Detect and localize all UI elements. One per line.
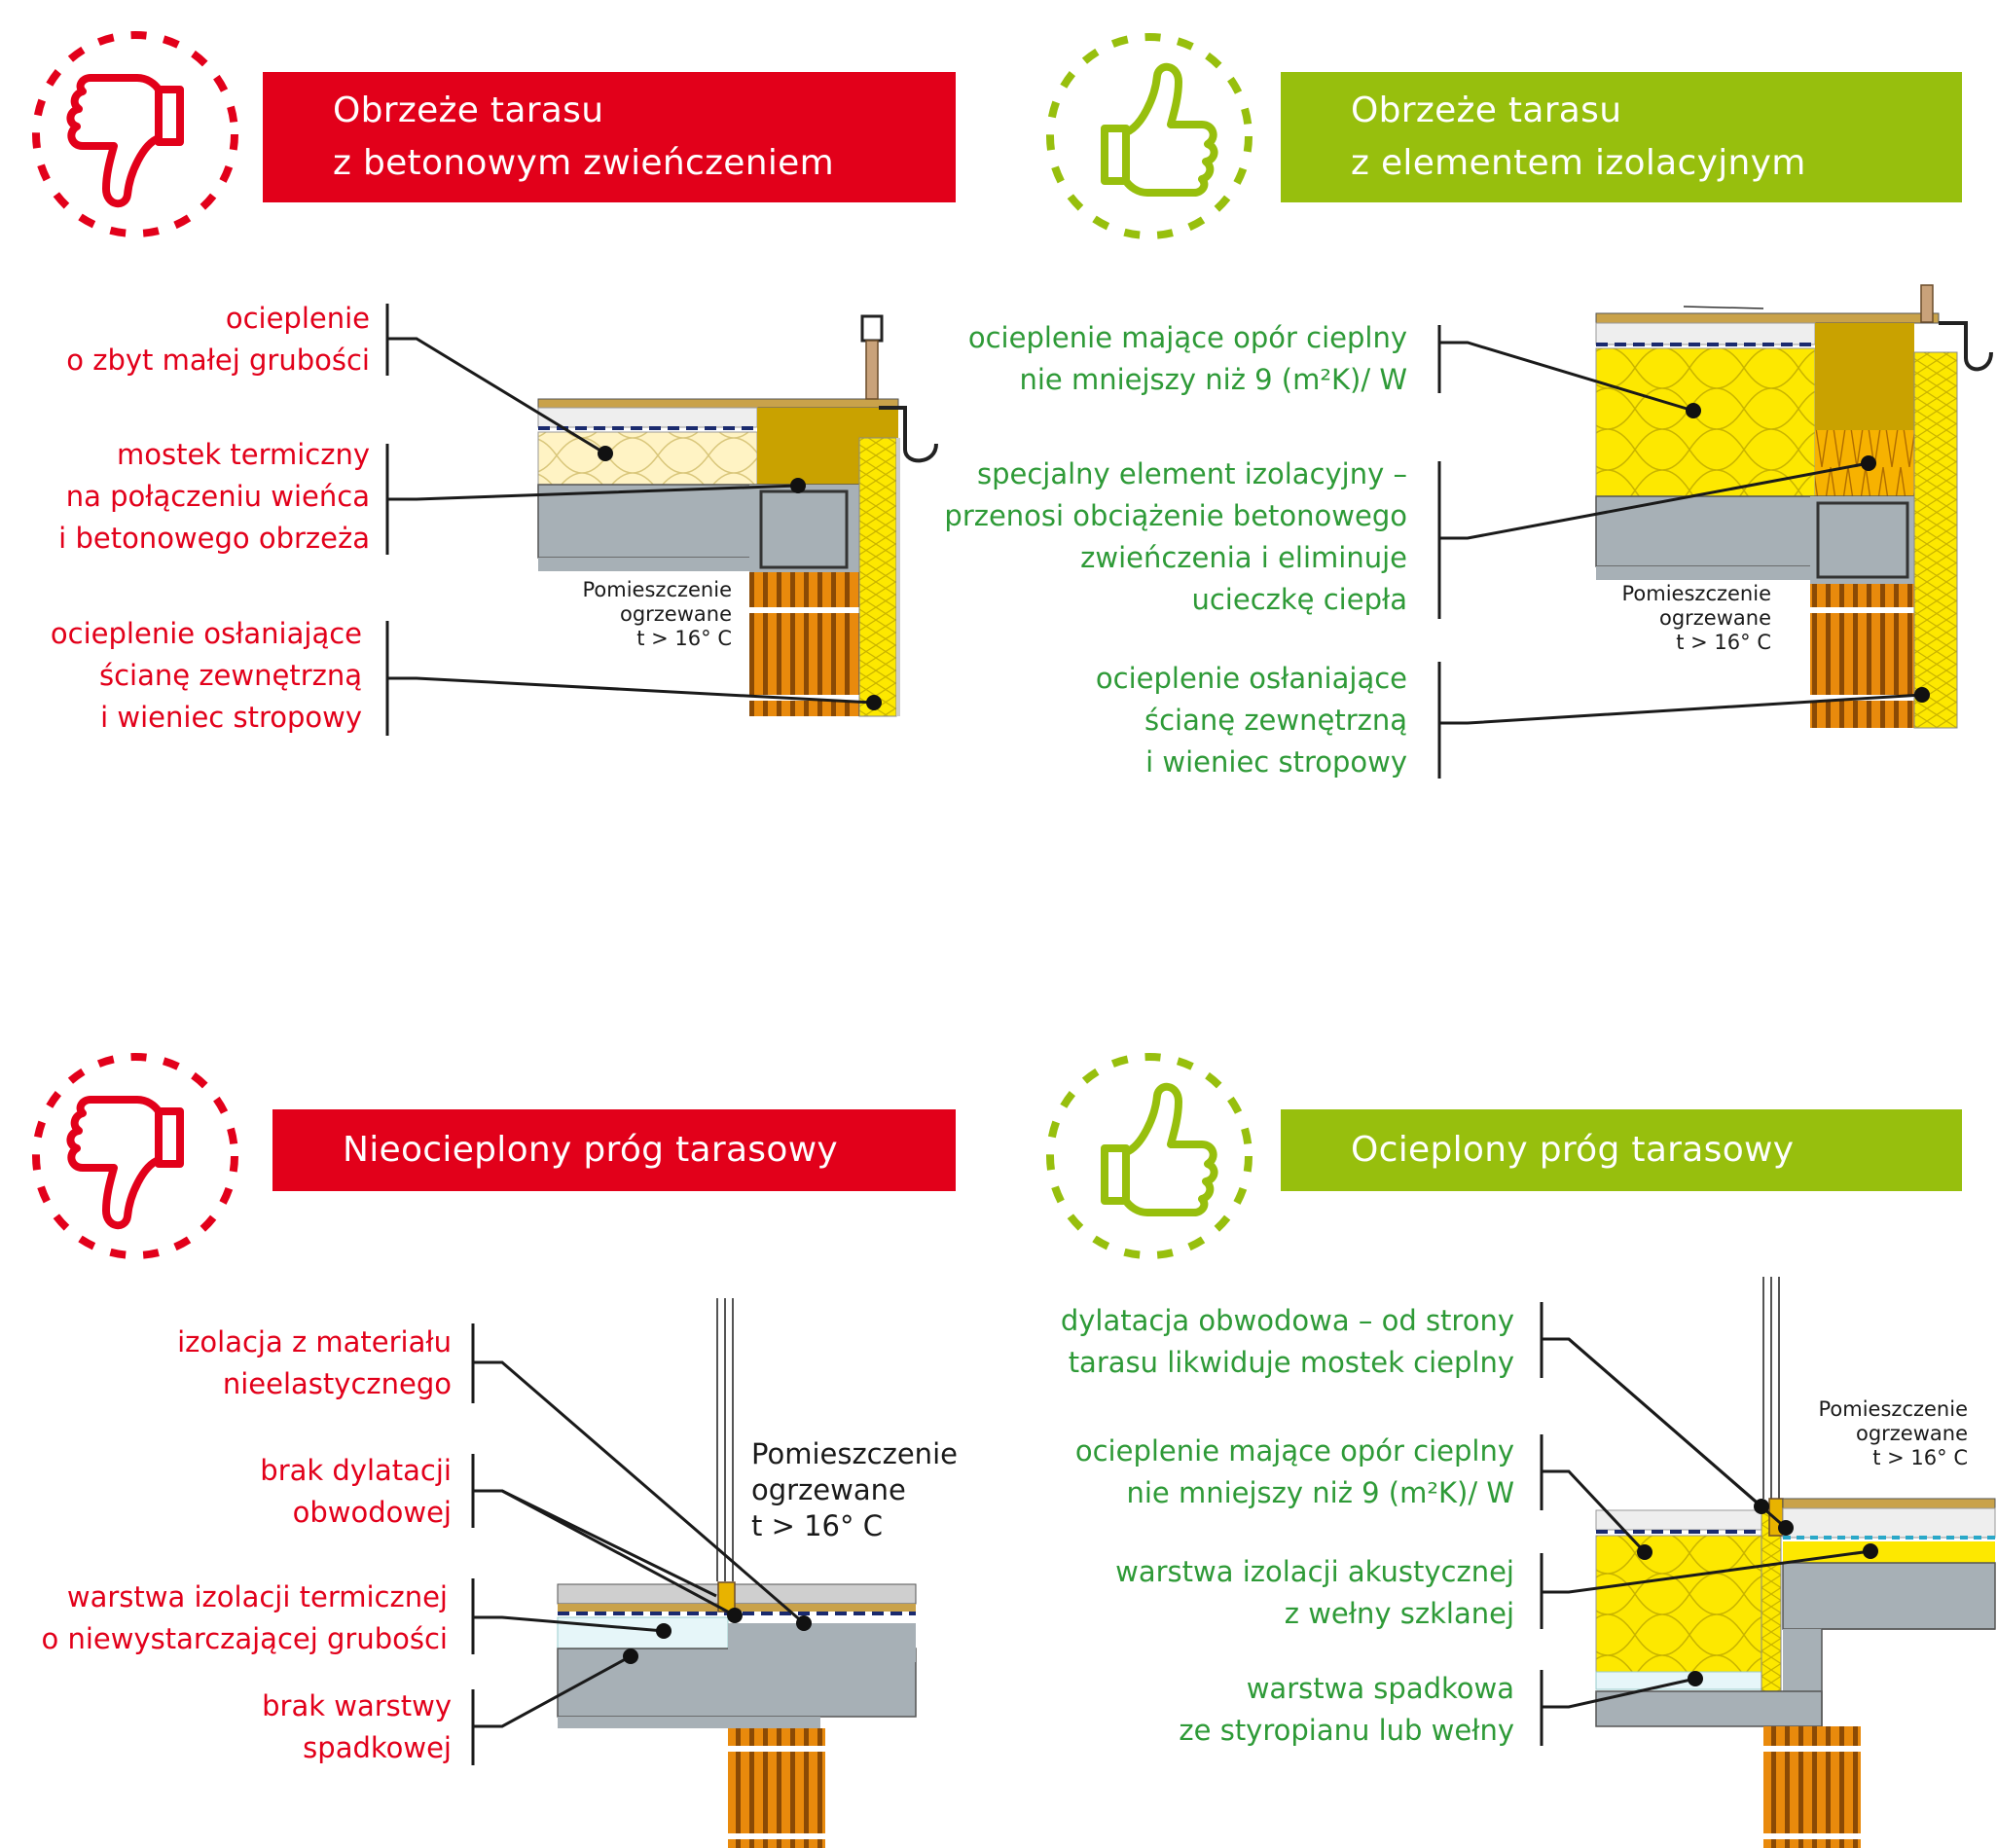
thumbs-down-badge-bottom-left (32, 1053, 238, 1259)
panel-title-bottom-right: Ocieplony próg tarasowy (1281, 1109, 1962, 1191)
thumbs-down-icon (66, 74, 184, 207)
callout-thermal-resistance: ocieplenie mające opór cieplny nie mniej… (967, 321, 1407, 396)
room-label-top-left: Pomieszczenie ogrzewane t > 16° C (582, 578, 733, 650)
panel-title-top-left: Obrzeże tarasu z betonowym zwieńczeniem (263, 72, 956, 202)
thumbs-down-badge-top-left (32, 31, 238, 237)
callout-thermal-bridge: mostek termiczny na połączeniu wieńca i … (58, 438, 370, 555)
leaders-bottom-right (1540, 1302, 1871, 1746)
callout-no-expansion-joint: brak dylatacji obwodowej (260, 1454, 452, 1529)
callout-perimeter-expansion-joint: dylatacja obwodowa – od strony tarasu li… (1060, 1304, 1514, 1379)
callout-acoustic-layer: warstwa izolacji akustycznej z wełny szk… (1115, 1555, 1514, 1630)
thumbs-up-badge-top-right (1046, 33, 1253, 239)
callout-inelastic-insulation: izolacja z materiału nieelastycznego (177, 1325, 452, 1400)
callout-no-slope-layer: brak warstwy spadkowej (262, 1689, 452, 1764)
callout-wall-insulation: ocieplenie osłaniające ścianę zewnętrzną… (1095, 662, 1407, 779)
title-line: Obrzeże tarasu (1351, 91, 1622, 130)
title-line: z elementem izolacyjnym (1351, 143, 1806, 183)
thumbs-up-icon (1101, 1083, 1218, 1216)
title-line: Obrzeże tarasu (333, 91, 604, 130)
room-label-bottom-left: Pomieszczenie ogrzewane t > 16° C (751, 1437, 958, 1542)
leader-dots-top-left (598, 446, 882, 710)
title-line: Ocieplony próg tarasowy (1351, 1130, 1795, 1170)
leader-dots-bottom-left (623, 1608, 812, 1664)
leaders-top-right (1437, 325, 1923, 779)
room-label-top-right: Pomieszczenie ogrzewane t > 16° C (1621, 582, 1772, 654)
title-line: Nieocieplony próg tarasowy (343, 1130, 839, 1170)
detail-top-right (1595, 284, 1993, 729)
leader-dots-bottom-right (1637, 1499, 1878, 1686)
title-line: z betonowym zwieńczeniem (333, 143, 834, 183)
room-label-bottom-right: Pomieszczenie ogrzewane t > 16° C (1818, 1397, 1969, 1469)
callout-special-element: specjalny element izolacyjny – przenosi … (944, 457, 1407, 616)
leaders-top-left (385, 304, 875, 736)
thumbs-up-icon (1101, 63, 1218, 197)
thumbs-down-icon (66, 1096, 184, 1229)
thumbs-up-badge-bottom-right (1046, 1053, 1253, 1259)
callout-wall-insulation: ocieplenie osłaniające ścianę zewnętrzną… (50, 617, 362, 734)
panel-title-bottom-left: Nieocieplony próg tarasowy (272, 1109, 956, 1191)
detail-bottom-left (557, 1298, 917, 1848)
callout-thin-thermal-layer: warstwa izolacji termicznej o niewystarc… (41, 1580, 448, 1655)
callout-insufficient-insulation: ocieplenie o zbyt małej grubości (66, 302, 370, 377)
panel-title-top-right: Obrzeże tarasu z elementem izolacyjnym (1281, 72, 1962, 202)
callout-slope-layer: warstwa spadkowa ze styropianu lub wełny (1179, 1672, 1514, 1747)
detail-top-left (537, 314, 938, 717)
leader-dots-top-right (1686, 403, 1930, 703)
leaders-bottom-left (471, 1323, 805, 1765)
detail-bottom-right (1595, 1277, 1996, 1848)
callout-thermal-resistance: ocieplenie mające opór cieplny nie mniej… (1074, 1434, 1514, 1509)
